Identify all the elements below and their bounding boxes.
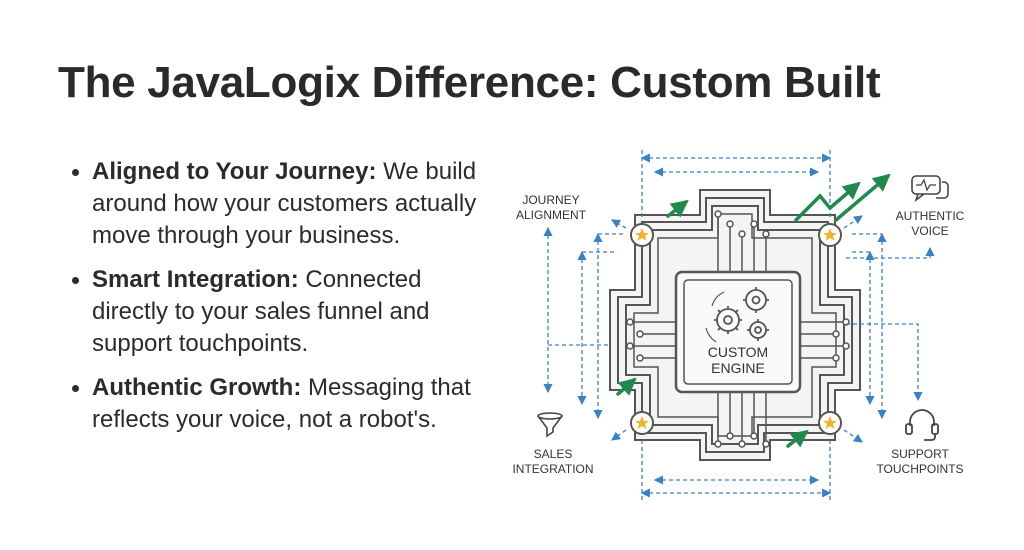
chat-bubbles-icon (911, 175, 949, 203)
star-icon (635, 416, 649, 429)
label-voice-line2: VOICE (911, 224, 948, 238)
benefit-journey-lead: Aligned to Your Journey: (92, 158, 377, 185)
page-title: The JavaLogix Difference: Custom Built (58, 58, 881, 107)
label-voice-line1: AUTHENTIC (896, 209, 965, 223)
benefit-growth-text: Messaging that reflects your voice, not … (92, 374, 471, 433)
benefit-list: Aligned to Your Journey: We build around… (70, 156, 490, 448)
star-icon (635, 228, 649, 241)
label-support-line1: SUPPORT (891, 447, 949, 461)
benefit-integration: Smart Integration: Connected directly to… (70, 264, 490, 360)
label-journey-line2: ALIGNMENT (516, 208, 587, 222)
benefit-journey-text: We build around how your customers actua… (92, 158, 477, 249)
label-journey-line1: JOURNEY (522, 193, 579, 207)
circuit-traces (630, 214, 846, 444)
benefit-integration-text: Connected directly to your sales funnel … (92, 266, 430, 357)
growth-arrow-icon (616, 173, 891, 448)
gears-icon (705, 287, 769, 343)
custom-engine-diagram: CUSTOM ENGINE (505, 140, 1005, 510)
benefit-growth: Authentic Growth: Messaging that reflect… (70, 372, 490, 436)
circuit-nodes (626, 210, 850, 448)
benefit-journey: Aligned to Your Journey: We build around… (70, 156, 490, 252)
engine-core (674, 270, 802, 394)
headset-icon (905, 409, 939, 441)
star-icon (823, 228, 837, 241)
engine-label-line1: CUSTOM (708, 344, 768, 360)
star-icon (823, 416, 837, 429)
engine-label-line2: ENGINE (711, 360, 765, 376)
benefit-growth-lead: Authentic Growth: (92, 374, 302, 401)
benefit-integration-lead: Smart Integration: (92, 266, 299, 293)
label-sales-line1: SALES (534, 447, 573, 461)
label-support-line2: TOUCHPOINTS (876, 462, 963, 476)
star-node-support (818, 411, 842, 435)
label-sales-line2: INTEGRATION (512, 462, 593, 476)
star-node-sales (630, 411, 654, 435)
star-node-voice (818, 223, 842, 247)
star-node-journey (630, 223, 654, 247)
funnel-icon (537, 412, 563, 438)
dashed-guides (543, 150, 935, 500)
